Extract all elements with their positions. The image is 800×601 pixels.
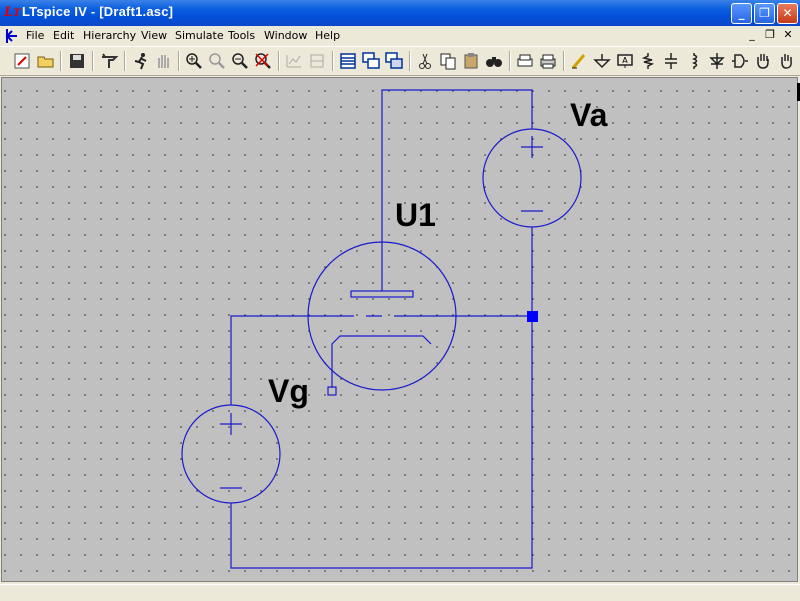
schematic-doc-icon[interactable] — [4, 27, 20, 45]
schematic-canvas[interactable] — [1, 77, 798, 582]
menu-tools[interactable]: Tools — [228, 29, 256, 42]
vg-label[interactable]: Vg — [268, 373, 309, 409]
save-icon[interactable] — [67, 51, 87, 71]
resistor-icon[interactable] — [638, 51, 658, 71]
zoom-cancel-icon[interactable] — [253, 51, 273, 71]
paste-icon[interactable] — [461, 51, 481, 71]
autorange-icon[interactable] — [284, 51, 304, 71]
print-icon[interactable] — [538, 51, 558, 71]
tile-vertically-icon[interactable] — [338, 51, 358, 71]
wire-plate-to-va — [381, 89, 533, 291]
label-net-icon[interactable]: A — [615, 51, 635, 71]
menu-window[interactable]: Window — [264, 29, 308, 42]
va-label[interactable]: Va — [570, 97, 608, 133]
doc-restore-button[interactable]: ❐ — [765, 28, 775, 41]
drag-icon[interactable] — [776, 51, 796, 71]
cascade-icon[interactable] — [361, 51, 381, 71]
doc-close-button[interactable]: ✕ — [783, 28, 793, 41]
cut-icon[interactable] — [415, 51, 435, 71]
vg-plus-sign — [220, 413, 242, 435]
maximize-button[interactable]: ❐ — [754, 3, 775, 24]
document-window-controls: _ ❐ ✕ — [744, 28, 798, 44]
inductor-icon[interactable] — [684, 51, 704, 71]
wire-vg-to-grid — [230, 315, 308, 405]
close-all-icon[interactable] — [384, 51, 404, 71]
canvas-edge-marker — [797, 83, 800, 101]
menu-edit[interactable]: Edit — [53, 29, 75, 42]
toolbar: A — [0, 46, 800, 76]
wire-va-return — [230, 227, 533, 569]
new-schematic-icon[interactable] — [12, 51, 32, 71]
move-hand-icon[interactable] — [753, 51, 773, 71]
zoom-in-icon[interactable] — [184, 51, 204, 71]
menu-help[interactable]: Help — [315, 29, 341, 42]
minimize-icon: _ — [738, 6, 745, 20]
u1-label[interactable]: U1 — [395, 197, 436, 233]
menu-hierarchy[interactable]: Hierarchy — [83, 29, 137, 42]
title-bar: LT LTspice IV - [Draft1.asc] _ ❐ ✕ — [0, 0, 800, 26]
component-icon[interactable] — [730, 51, 750, 71]
junction-dot — [527, 311, 538, 322]
open-icon[interactable] — [36, 51, 56, 71]
ltspice-logo-icon[interactable]: LT — [4, 5, 21, 20]
draw-wire-icon[interactable] — [569, 51, 589, 71]
svg-text:A: A — [622, 56, 628, 65]
diode-icon[interactable] — [707, 51, 727, 71]
capacitor-icon[interactable] — [661, 51, 681, 71]
find-icon[interactable] — [484, 51, 504, 71]
copy-icon[interactable] — [438, 51, 458, 71]
menu-simulate[interactable]: Simulate — [175, 29, 224, 42]
menu-bar: File Edit Hierarchy View Simulate Tools … — [0, 26, 800, 46]
doc-minimize-button[interactable]: _ — [749, 28, 755, 41]
menu-file[interactable]: File — [26, 29, 45, 42]
close-button[interactable]: ✕ — [777, 3, 798, 24]
run-icon[interactable] — [131, 51, 151, 71]
u1-cathode — [331, 335, 432, 388]
pan-icon[interactable] — [207, 51, 227, 71]
menu-view[interactable]: View — [141, 29, 168, 42]
status-bar — [0, 584, 800, 601]
zoom-out-icon[interactable] — [230, 51, 250, 71]
mark-unused-icon[interactable] — [307, 51, 327, 71]
control-panel-icon[interactable] — [99, 51, 119, 71]
window-title: LTspice IV - [Draft1.asc] — [22, 4, 174, 19]
ground-icon[interactable] — [592, 51, 612, 71]
restore-icon: ❐ — [759, 6, 770, 20]
u1-plate — [350, 290, 414, 298]
minimize-button[interactable]: _ — [731, 3, 752, 24]
u1-cathode-pin — [327, 386, 337, 396]
va-plus-sign — [521, 136, 543, 158]
print-setup-icon[interactable] — [515, 51, 535, 71]
close-icon: ✕ — [782, 6, 793, 20]
halt-icon[interactable] — [153, 51, 173, 71]
